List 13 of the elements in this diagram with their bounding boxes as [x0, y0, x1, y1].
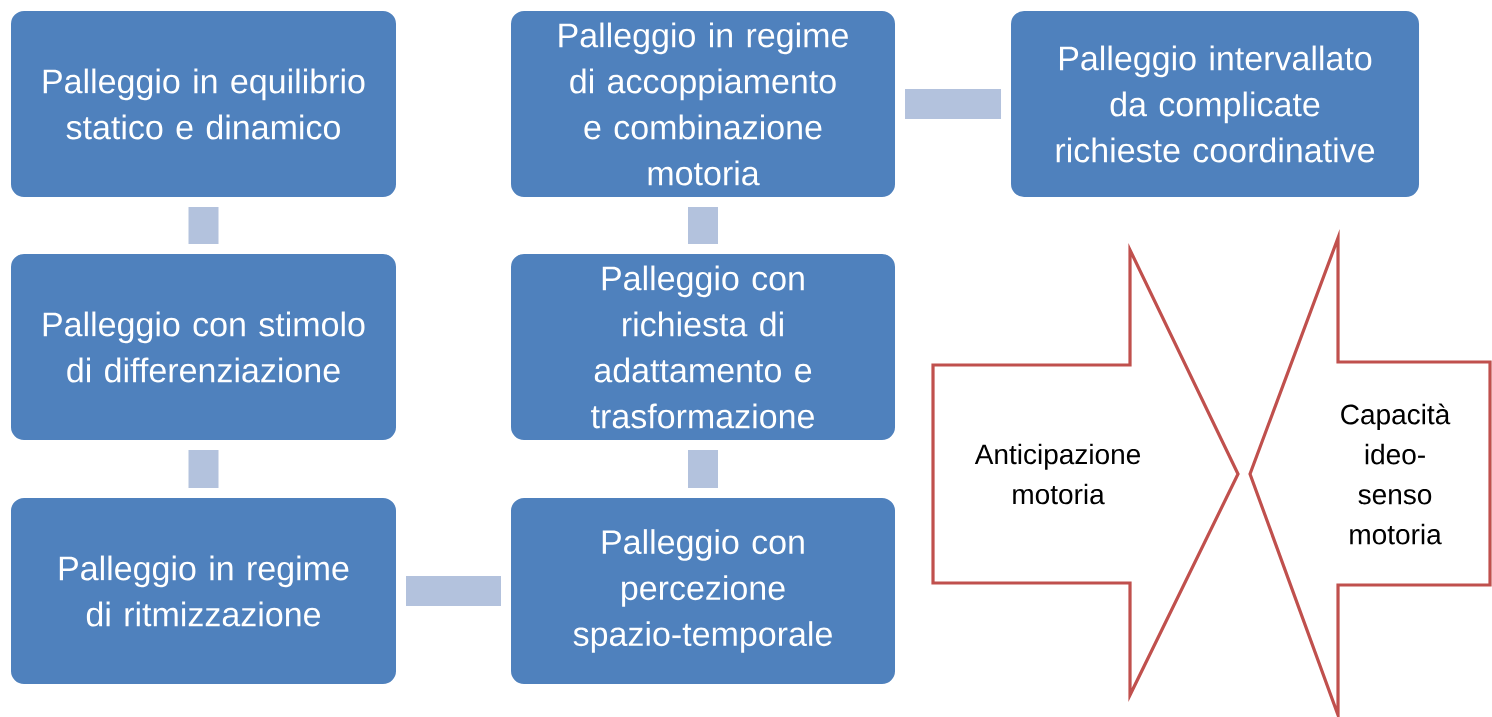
connector-bar: [688, 450, 718, 488]
process-box: Palleggio con percezione spazio-temporale: [509, 496, 897, 686]
process-box: Palleggio in regime di accoppiamento e combinazione motoria: [509, 9, 897, 199]
process-box: Palleggio con richiesta di adattamento e trasformazione: [509, 252, 897, 442]
connector-bar: [905, 89, 1001, 119]
connector-bar: [188, 207, 219, 244]
connector-bar: [188, 450, 219, 488]
connector-bar: [406, 576, 501, 606]
process-box: Palleggio in regime di ritmizzazione: [9, 496, 398, 686]
process-box: Palleggio con stimolo di differenziazione: [9, 252, 398, 442]
process-box: Palleggio intervallato da complicate richieste coordinative: [1009, 9, 1421, 199]
process-box: Palleggio in equilibrio statico e dinamico: [9, 9, 398, 199]
connector-bar: [688, 207, 718, 244]
